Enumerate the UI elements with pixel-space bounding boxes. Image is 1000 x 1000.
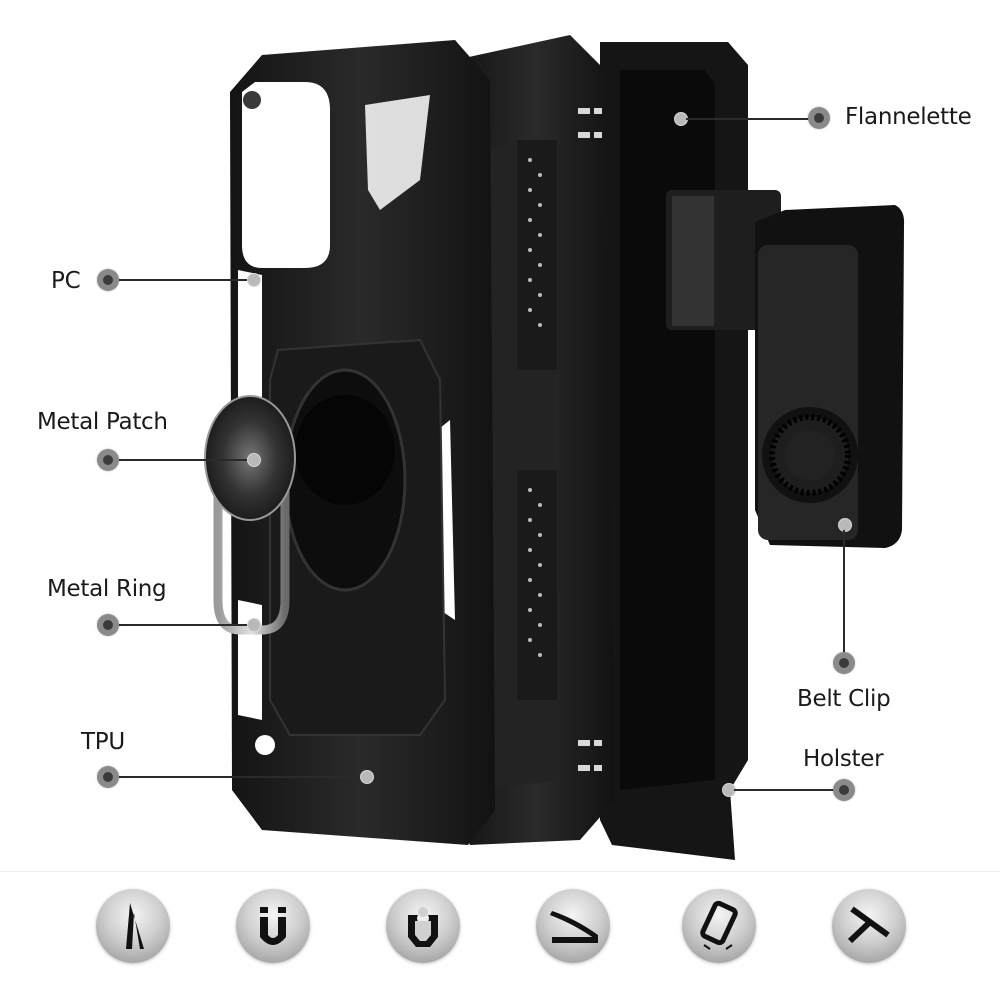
callout-dot-holster [833, 779, 855, 801]
anchor-pin-metal-patch [247, 453, 261, 467]
exploded-diagram: PC Metal Patch Metal Ring TPU Flannelett… [37, 35, 972, 860]
callout-dot-pc [97, 269, 119, 291]
callout-dot-metal-patch [97, 449, 119, 471]
callout-dot-belt-clip [833, 652, 855, 674]
label-holster: Holster [803, 746, 884, 772]
label-flannelette: Flannelette [845, 104, 972, 130]
anchor-pin-pc [247, 273, 261, 287]
anchor-pin-metal-ring [247, 618, 261, 632]
magnet-icon [236, 889, 310, 963]
leader-line-belt-clip [843, 530, 845, 652]
section-divider [0, 871, 1000, 872]
ring-holder-icon [386, 889, 460, 963]
leader-line-metal-ring [119, 624, 250, 626]
leader-line-holster [734, 789, 834, 791]
holster-layer [600, 42, 905, 860]
pc-layer [230, 40, 495, 845]
label-tpu: TPU [81, 729, 125, 755]
phone-case-illustration [204, 35, 905, 860]
anchor-pin-belt-clip [838, 518, 852, 532]
label-metal-ring: Metal Ring [47, 576, 167, 602]
slim-profile-icon [536, 889, 610, 963]
kickstand-icon [96, 889, 170, 963]
callout-dot-flannelette [808, 107, 830, 129]
leader-line-flannelette [686, 118, 810, 120]
label-pc: PC [51, 268, 81, 294]
label-belt-clip: Belt Clip [797, 686, 891, 712]
drop-protection-icon [682, 889, 756, 963]
leader-line-pc [119, 279, 250, 281]
anchor-pin-tpu [360, 770, 374, 784]
leader-line-tpu [119, 776, 363, 778]
callout-dot-tpu [97, 766, 119, 788]
feature-icons-row [0, 885, 1000, 975]
leader-line-metal-patch [119, 459, 250, 461]
label-metal-patch: Metal Patch [37, 409, 168, 435]
callout-dot-metal-ring [97, 614, 119, 636]
stand-icon [832, 889, 906, 963]
